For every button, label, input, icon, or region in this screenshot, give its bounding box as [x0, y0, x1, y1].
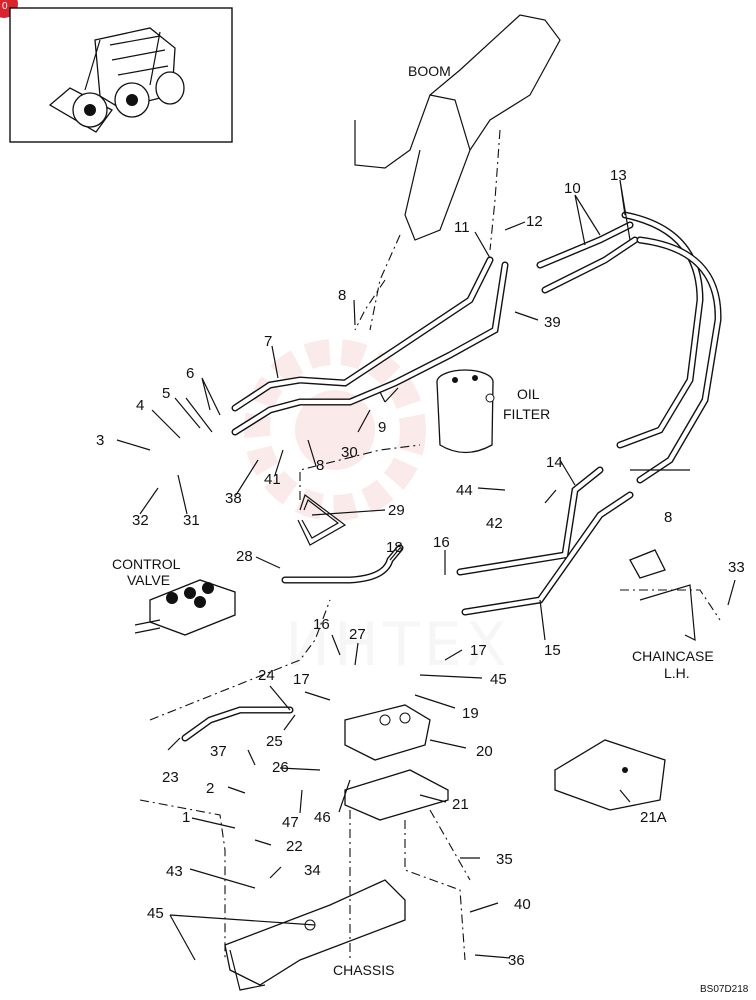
corner-badge-text: 0: [2, 1, 8, 12]
boom-outline: [354, 14, 561, 331]
callout-19: 19: [462, 705, 479, 722]
callout-45b: 45: [147, 905, 164, 922]
callout-44: 44: [456, 482, 473, 499]
callout-39: 39: [544, 314, 561, 331]
callout-14: 14: [546, 454, 563, 471]
callout-43: 43: [166, 863, 183, 880]
chaincase-label-line2: L.H.: [664, 665, 690, 681]
callout-27: 27: [349, 626, 366, 643]
control-valve-label-line2: VALVE: [127, 572, 170, 588]
callout-36: 36: [508, 952, 525, 969]
callout-13: 13: [610, 167, 627, 184]
callout-21a: 21A: [640, 809, 667, 826]
callout-labels: 1 2 3 4 5 6 7 8 8 8 9 10 11 12 13 14 15 …: [96, 167, 745, 969]
callout-31: 31: [183, 512, 200, 529]
control-valve-label-line1: CONTROL: [112, 556, 181, 572]
callout-8a: 8: [338, 287, 346, 304]
oil-filter-label-line1: OIL: [517, 386, 540, 402]
boom-label: BOOM: [408, 63, 451, 79]
callout-23: 23: [162, 769, 179, 786]
callout-12: 12: [526, 213, 543, 230]
callout-45a: 45: [490, 671, 507, 688]
callout-18: 18: [386, 539, 403, 556]
callout-26: 26: [272, 759, 289, 776]
leader-lines: [116, 179, 736, 961]
chaincase-bracket: [629, 549, 696, 642]
callout-4: 4: [136, 397, 144, 414]
callout-40: 40: [514, 896, 531, 913]
hose-assembly-18-24-29: [181, 494, 404, 742]
callout-9: 9: [378, 419, 386, 436]
callout-29: 29: [388, 502, 405, 519]
callout-1: 1: [182, 809, 190, 826]
callout-46: 46: [314, 809, 331, 826]
callout-20: 20: [476, 743, 493, 760]
drawing-code: BS07D218: [700, 984, 749, 995]
callout-21: 21: [452, 796, 469, 813]
callout-32: 32: [132, 512, 149, 529]
callout-30: 30: [341, 444, 358, 461]
callout-7: 7: [264, 333, 272, 350]
callout-16a: 16: [433, 534, 450, 551]
callout-2: 2: [206, 780, 214, 797]
callout-24: 24: [258, 667, 275, 684]
callout-10: 10: [564, 180, 581, 197]
callout-8c: 8: [664, 509, 672, 526]
callout-28: 28: [236, 548, 253, 565]
callout-42: 42: [486, 515, 503, 532]
callout-22: 22: [286, 838, 303, 855]
watermark-logo: ИНТЕХ: [244, 339, 511, 680]
callout-38: 38: [225, 490, 242, 507]
valve-block-20: [344, 704, 666, 821]
watermark-text: ИНТЕХ: [285, 610, 511, 680]
skid-steer-loader-icon: [48, 27, 185, 133]
hose-assembly-7-30: [231, 256, 509, 436]
callout-8b: 8: [316, 457, 324, 474]
callout-25: 25: [266, 733, 283, 750]
callout-16b: 16: [313, 616, 330, 633]
callout-15: 15: [544, 642, 561, 659]
control-valve: [134, 579, 236, 636]
callout-5: 5: [162, 385, 170, 402]
callout-37: 37: [210, 743, 227, 760]
chassis-bracket: [224, 879, 406, 991]
callout-41: 41: [264, 471, 281, 488]
callout-6: 6: [186, 365, 194, 382]
oil-filter: [436, 369, 495, 454]
routing-dashes: [139, 279, 721, 961]
oil-filter-label-line2: FILTER: [503, 406, 550, 422]
chaincase-label-line1: CHAINCASE: [632, 648, 714, 664]
callout-33: 33: [728, 559, 745, 576]
callout-11: 11: [454, 219, 470, 236]
hose-assembly-10-14-15: [456, 211, 722, 616]
callout-3: 3: [96, 432, 104, 449]
callout-17a: 17: [470, 642, 487, 659]
chassis-label: CHASSIS: [333, 962, 394, 978]
loader-thumbnail: [9, 7, 233, 143]
callout-17b: 17: [293, 671, 310, 688]
callout-34: 34: [304, 862, 321, 879]
callout-47: 47: [282, 814, 299, 831]
callout-35: 35: [496, 851, 513, 868]
section-labels: BOOM OIL FILTER CONTROL VALVE CHAINCASE …: [112, 63, 749, 995]
